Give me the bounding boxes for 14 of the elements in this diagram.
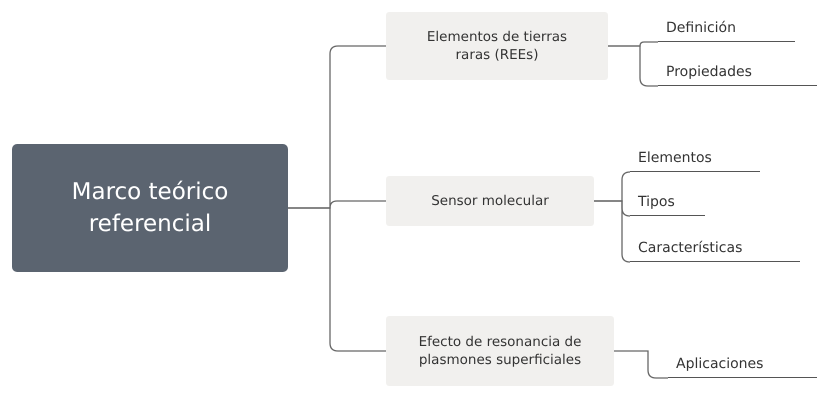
- connector-line: [608, 45, 658, 87]
- leaf-topic: Aplicaciones: [668, 350, 817, 378]
- leaf-topic: Elementos: [630, 144, 760, 172]
- leaf-topic: Definición: [658, 14, 795, 42]
- connector-line: [288, 207, 386, 352]
- subtopic-box: Elementos de tierras raras (REEs): [386, 12, 608, 80]
- subtopic-box: Sensor molecular: [386, 176, 594, 226]
- topic-box: Marco teórico referencial: [12, 144, 288, 272]
- connector-line: [614, 350, 668, 379]
- leaf-topic: Tipos: [630, 188, 705, 216]
- subtopic-box: Efecto de resonancia de plasmones superficiales: [386, 316, 614, 386]
- leaf-topic: Características: [630, 234, 800, 262]
- leaf-topic: Propiedades: [658, 58, 817, 86]
- connector-line: [594, 200, 631, 263]
